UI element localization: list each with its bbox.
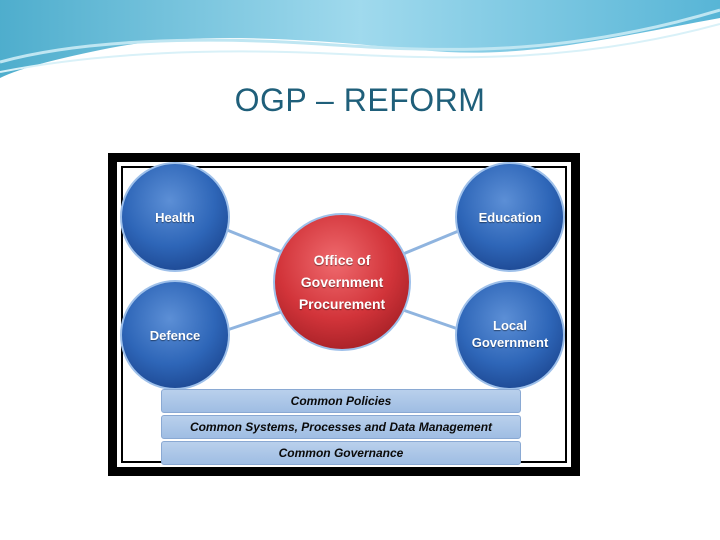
connector-local-government — [402, 308, 462, 332]
band-common-systems: Common Systems, Processes and Data Manag… — [161, 415, 521, 439]
center-node-label: Office of Government Procurement — [298, 252, 386, 312]
node-education-label: Education — [478, 209, 542, 225]
slide-title: OGP – REFORM — [234, 82, 486, 118]
diagram-shapes — [120, 162, 565, 390]
node-health-circle — [120, 162, 230, 272]
header-wave-decoration — [0, 0, 720, 78]
node-health-label: Health — [155, 209, 195, 225]
band-common-policies: Common Policies — [161, 389, 521, 413]
node-local-government-label: Local Government — [471, 318, 549, 350]
diagram-frame: Health Education Defence Local Governmen… — [108, 153, 580, 476]
node-education-circle — [455, 162, 565, 272]
connector-health — [226, 228, 288, 256]
connector-education — [402, 228, 462, 256]
band-common-governance: Common Governance — [161, 441, 521, 465]
node-defence-label: Defence — [149, 327, 201, 343]
ogp-diagram: Health Education Defence Local Governmen… — [117, 162, 571, 467]
center-node-circle — [273, 213, 411, 351]
connector-defence — [226, 308, 288, 332]
diagram-canvas: Health Education Defence Local Governmen… — [117, 162, 571, 467]
